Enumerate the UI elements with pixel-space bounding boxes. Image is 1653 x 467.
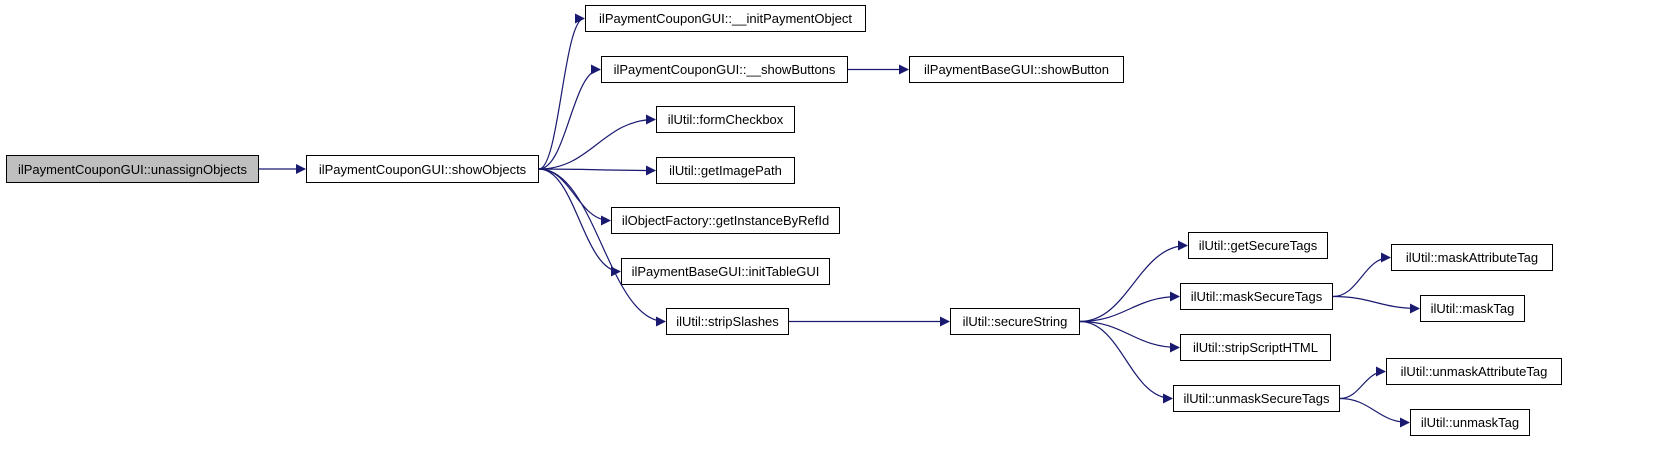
- edge-secureString-unmaskSecureTags: [1079, 320, 1174, 404]
- node-mask-attribute-tag[interactable]: ilUtil::maskAttributeTag: [1391, 244, 1553, 271]
- node-unmask-attribute-tag[interactable]: ilUtil::unmaskAttributeTag: [1386, 358, 1562, 385]
- edge-unmaskSecureTags-unmaskTag: [1339, 397, 1411, 428]
- edge-secureString-maskSecureTags: [1079, 291, 1181, 323]
- edge-showObjects-getImagePath: [538, 165, 657, 176]
- node-mask-tag[interactable]: ilUtil::maskTag: [1420, 295, 1525, 322]
- edge-secureString-stripScriptHTML: [1079, 320, 1181, 353]
- node-show-buttons[interactable]: ilPaymentCouponGUI::__showButtons: [601, 56, 848, 83]
- edge-maskSecureTags-maskTag: [1332, 295, 1421, 314]
- edge-maskSecureTags-maskAttributeTag: [1332, 252, 1392, 298]
- node-secure-string[interactable]: ilUtil::secureString: [950, 308, 1080, 335]
- edge-secureString-getSecureTags: [1079, 240, 1189, 323]
- node-unmask-tag[interactable]: ilUtil::unmaskTag: [1410, 409, 1530, 436]
- edge-showObjects-stripSlashes: [538, 168, 667, 327]
- node-strip-script-html[interactable]: ilUtil::stripScriptHTML: [1180, 334, 1331, 361]
- node-showobjects[interactable]: ilPaymentCouponGUI::showObjects: [306, 155, 539, 183]
- node-mask-secure-tags[interactable]: ilUtil::maskSecureTags: [1180, 283, 1333, 310]
- node-get-image-path[interactable]: ilUtil::getImagePath: [656, 157, 795, 184]
- edge-showObjects-showButtons: [538, 64, 602, 170]
- node-strip-slashes[interactable]: ilUtil::stripSlashes: [666, 308, 789, 335]
- edge-showObjects-initPaymentObject: [538, 13, 586, 170]
- node-show-button[interactable]: ilPaymentBaseGUI::showButton: [909, 56, 1124, 83]
- node-get-secure-tags[interactable]: ilUtil::getSecureTags: [1188, 232, 1328, 259]
- node-init-table-gui[interactable]: ilPaymentBaseGUI::initTableGUI: [621, 258, 830, 285]
- node-init-payment-object[interactable]: ilPaymentCouponGUI::__initPaymentObject: [585, 5, 866, 32]
- node-get-instance-by-refid[interactable]: ilObjectFactory::getInstanceByRefId: [611, 207, 840, 234]
- edge-showObjects-initTableGUI: [538, 168, 622, 277]
- edge-showObjects-formCheckbox: [538, 114, 657, 170]
- node-form-checkbox[interactable]: ilUtil::formCheckbox: [656, 106, 795, 133]
- node-unmask-secure-tags[interactable]: ilUtil::unmaskSecureTags: [1173, 385, 1340, 412]
- node-unassignobjects[interactable]: ilPaymentCouponGUI::unassignObjects: [6, 155, 259, 183]
- edge-unmaskSecureTags-unmaskAttributeTag: [1339, 366, 1387, 400]
- edge-showObjects-getInstanceByRefId: [538, 168, 612, 226]
